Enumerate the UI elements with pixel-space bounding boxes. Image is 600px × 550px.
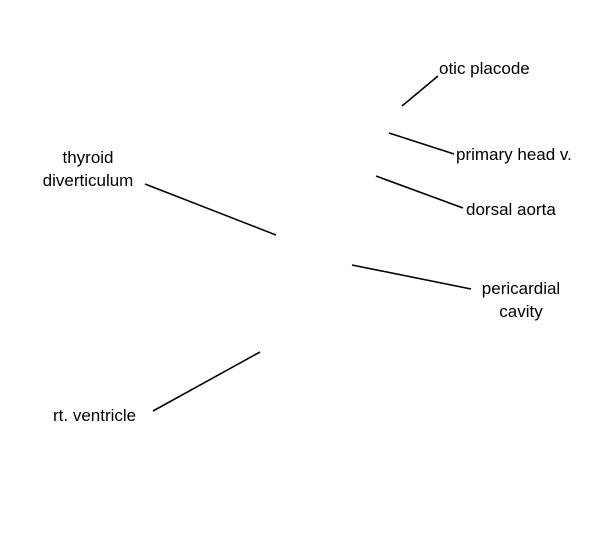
pericardial-cavity-label: pericardial cavity xyxy=(468,277,574,323)
dorsal-aorta-leader-line xyxy=(375,175,464,209)
pericardial-cavity-leader-line xyxy=(351,264,472,290)
dorsal-aorta-text: dorsal aorta xyxy=(466,200,556,219)
otic-placode-text: otic placode xyxy=(439,59,530,78)
pericardial-cavity-text-line1: pericardial xyxy=(481,279,561,298)
thyroid-diverticulum-text-line2: diverticulum xyxy=(42,171,134,190)
thyroid-diverticulum-leader-line xyxy=(144,183,277,236)
rt-ventricle-text: rt. ventricle xyxy=(53,406,137,425)
rt-ventricle-leader-line xyxy=(152,351,261,412)
rt-ventricle-label: rt. ventricle xyxy=(53,404,136,427)
thyroid-diverticulum-label: thyroid diverticulum xyxy=(30,146,146,192)
primary-head-vein-leader-line xyxy=(388,132,455,155)
primary-head-vein-label: primary head v. xyxy=(456,143,572,166)
primary-head-vein-text: primary head v. xyxy=(456,145,572,164)
thyroid-diverticulum-text-line1: thyroid xyxy=(62,148,114,167)
pericardial-cavity-text-line2: cavity xyxy=(499,302,543,321)
otic-placode-leader-line xyxy=(401,75,439,107)
otic-placode-label: otic placode xyxy=(439,57,530,80)
dorsal-aorta-label: dorsal aorta xyxy=(466,198,556,221)
